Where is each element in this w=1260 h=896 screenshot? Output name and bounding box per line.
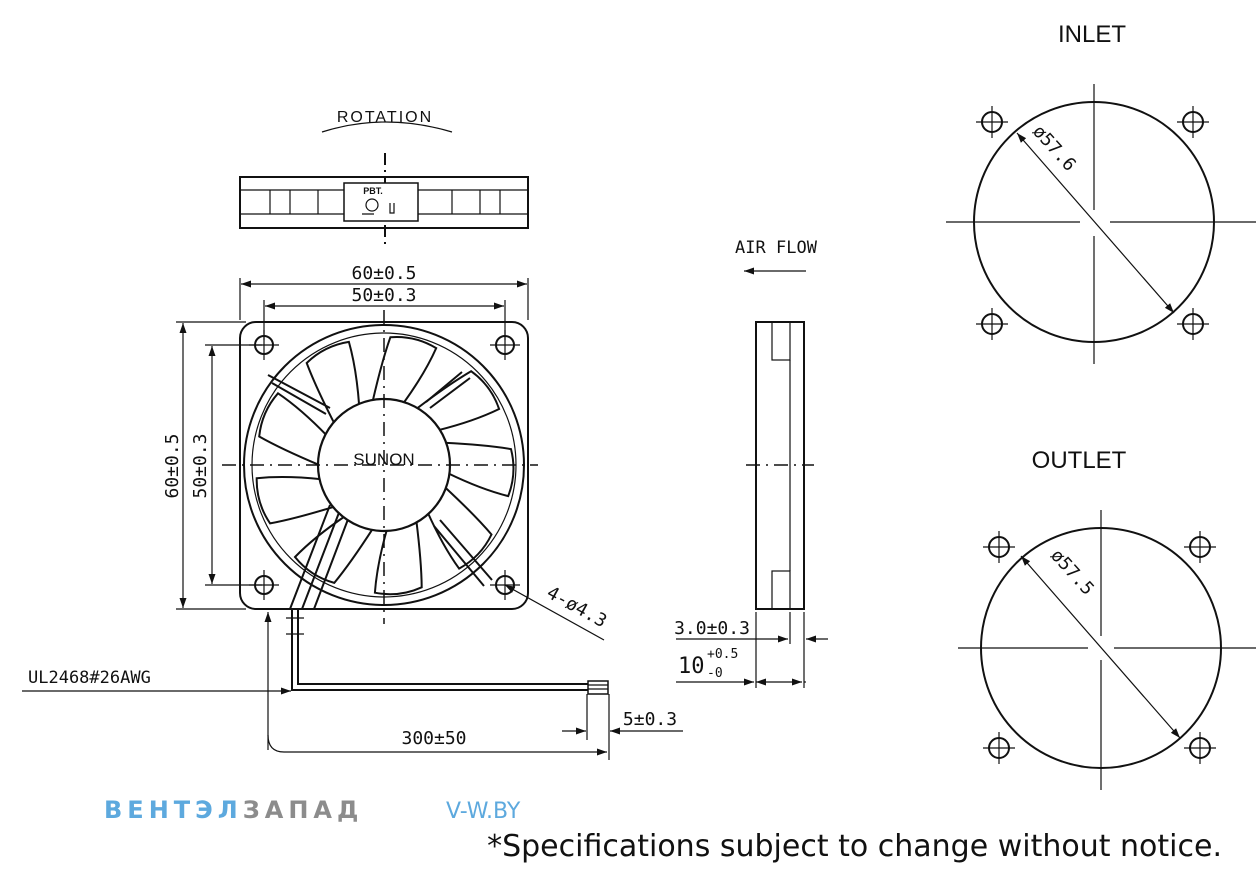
footer: ВЕНТЭЛЗАПАД V-W.BY *Specifications subje… (104, 796, 1222, 864)
lead-wire-cable (286, 609, 609, 695)
flange-thickness-label: 3.0±0.3 (674, 618, 750, 639)
watermark-site: V-W.BY (446, 799, 521, 824)
total-thickness-label: 10 (678, 654, 705, 679)
watermark-part-b: ЗАПАД (243, 796, 364, 824)
inlet-diameter-label: ø57.6 (1028, 121, 1080, 175)
front-view: 60±0.5 50±0.3 60±0.5 50±0.3 (22, 263, 683, 760)
fan-blade (426, 485, 493, 570)
fan-blades (255, 335, 515, 596)
fan-blade (293, 514, 375, 585)
fan-blade (371, 335, 438, 405)
total-thickness-tol-upper: +0.5 (707, 647, 738, 662)
strut (433, 519, 493, 587)
rotation-label: ROTATION (337, 109, 433, 126)
pbt-mark: PBT. (363, 186, 383, 196)
total-thickness-tol-lower: -0 (707, 666, 723, 681)
top-profile-view: ROTATION PBT. (239, 109, 529, 246)
inlet-mount-marks (976, 106, 1209, 340)
wire-strut (289, 504, 351, 610)
wire-strip-label: 5±0.3 (623, 709, 677, 730)
outlet-diameter-dim (1020, 555, 1181, 739)
outlet-view: OUTLET ø57.5 (958, 447, 1256, 790)
fan-blade (258, 391, 329, 467)
disclaimer-text: *Specifications subject to change withou… (487, 829, 1222, 864)
fan-blade (442, 441, 515, 498)
fan-blade (305, 340, 361, 426)
label-plate (343, 182, 419, 222)
outlet-mount-marks (983, 531, 1216, 764)
height-holes-label: 50±0.3 (190, 433, 211, 498)
watermark-logo: ВЕНТЭЛЗАПАД (104, 796, 363, 824)
strut (267, 374, 331, 415)
inlet-view: INLET ø57.6 (946, 21, 1256, 364)
airflow-label: AIR FLOW (735, 238, 818, 258)
outlet-label: OUTLET (1032, 447, 1127, 474)
recycle-icon (365, 198, 379, 212)
watermark-part-a: ВЕНТЭЛ (104, 796, 243, 824)
cable-spec-label: UL2468#26AWG (28, 668, 151, 688)
cable-length-label: 300±50 (401, 728, 466, 749)
fan-profile-outline (239, 176, 529, 229)
inlet-diameter-dim (1016, 132, 1175, 314)
side-view: AIR FLOW 3.0±0.3 10 +0.5 -0 (674, 238, 828, 688)
fan-blade (255, 475, 337, 525)
outlet-diameter-label: ø57.5 (1046, 545, 1098, 599)
cable-length-dim (267, 734, 607, 756)
fan-blade (373, 518, 423, 596)
width-outer-label: 60±0.5 (351, 263, 416, 284)
mount-hole-leader (504, 584, 605, 641)
inlet-label: INLET (1058, 21, 1126, 48)
strut (425, 371, 471, 409)
fan-blade (414, 370, 501, 432)
rotation-arc (321, 121, 453, 133)
width-holes-label: 50±0.3 (351, 285, 416, 306)
height-outer-label: 60±0.5 (162, 433, 183, 498)
